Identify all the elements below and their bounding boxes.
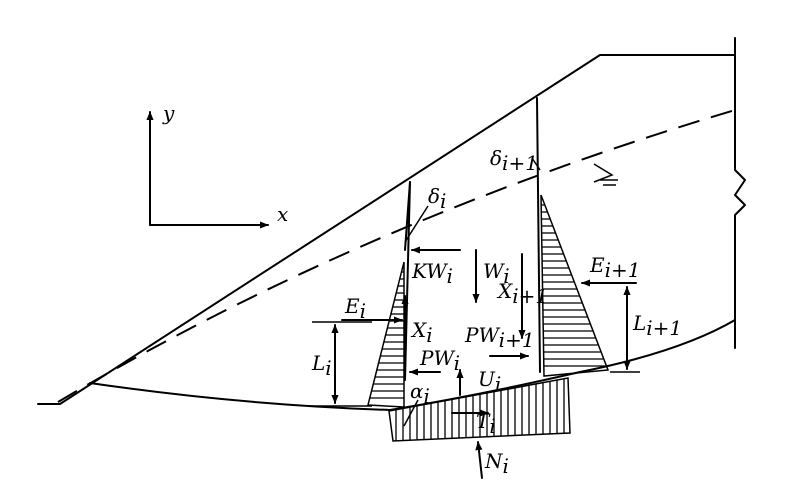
slope-outline [37, 37, 746, 411]
delta-i-label: δi [428, 184, 446, 213]
L-i-label: Li [311, 351, 332, 380]
PW-i-label: PWi [419, 346, 460, 375]
X-i1-label: Xi+1 [496, 279, 548, 308]
x-axis-label: x [277, 202, 288, 226]
delta-i-leader [404, 205, 429, 243]
alpha-i-leader [403, 399, 419, 427]
left-pressure-triangle [367, 261, 405, 408]
E-i-label: Ei [344, 294, 366, 323]
right-pressure-outline [540, 194, 610, 377]
T-i-label: Ti [476, 409, 496, 438]
coordinate-axes: y x [146, 101, 288, 229]
right-boundary-break [734, 37, 746, 349]
U-i-label: Ui [478, 367, 501, 396]
base-pressure-outline [388, 377, 571, 442]
N-i-label: Ni [484, 449, 509, 478]
force-arrows [341, 246, 637, 479]
base-pressure-block [388, 377, 571, 442]
delta-i1-leader [531, 157, 541, 171]
phreatic-line [57, 109, 736, 403]
X-i-label: Xi [410, 318, 433, 347]
PW-i1-label: PWi+1 [464, 323, 535, 352]
force-labels: δi δi+1 KWi Wi Xi+1 Ei+1 Ei Xi PWi+1 PWi… [311, 146, 682, 478]
water-table-symbol [593, 163, 618, 186]
L-i1-label: Li+1 [632, 311, 682, 340]
right-pressure-triangle [540, 194, 610, 377]
ground-surface [37, 54, 736, 405]
alpha-i-label: αi [410, 379, 430, 408]
y-axis-label: y [162, 101, 175, 125]
E-i1-label: Ei+1 [589, 253, 641, 282]
delta-i1-label: δi+1 [490, 146, 538, 175]
KW-i-label: KWi [411, 259, 453, 288]
dimension-lines [308, 286, 640, 407]
slice-right-boundary [536, 97, 541, 373]
delta-indicators [403, 157, 541, 427]
N-arrow [475, 441, 483, 479]
slice-left-top [404, 181, 411, 251]
W-i-label: Wi [483, 259, 510, 288]
